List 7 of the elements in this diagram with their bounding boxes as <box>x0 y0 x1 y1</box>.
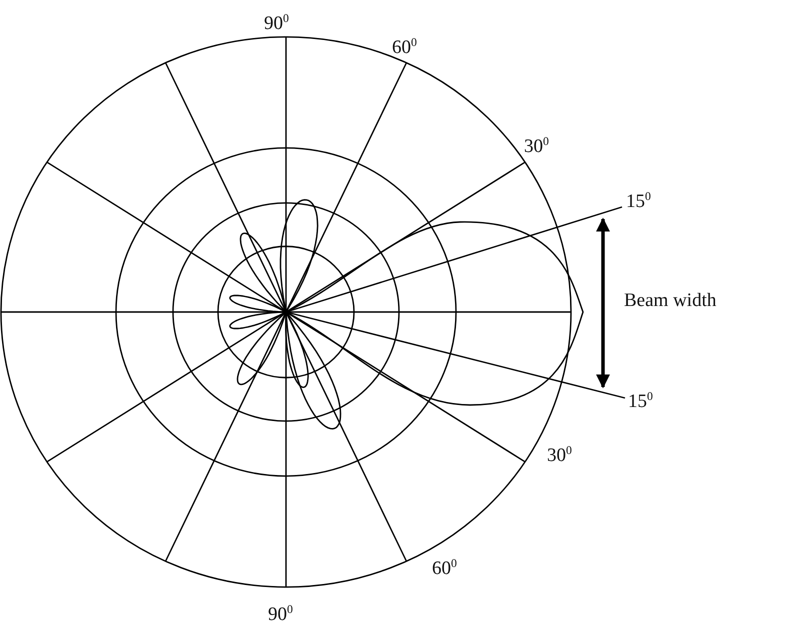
angle-label: 60$^{0}$ <box>392 38 417 59</box>
angle-label: 90$^{0}$ <box>268 605 293 626</box>
angle-label: 30$^{0}$ <box>547 446 572 467</box>
beam-width-label: Beam width <box>624 291 716 312</box>
angle-label: 30$^{0}$ <box>524 137 549 158</box>
angle-label: 90$^{0}$ <box>264 14 289 35</box>
angle-label: 60$^{0}$ <box>432 559 457 580</box>
